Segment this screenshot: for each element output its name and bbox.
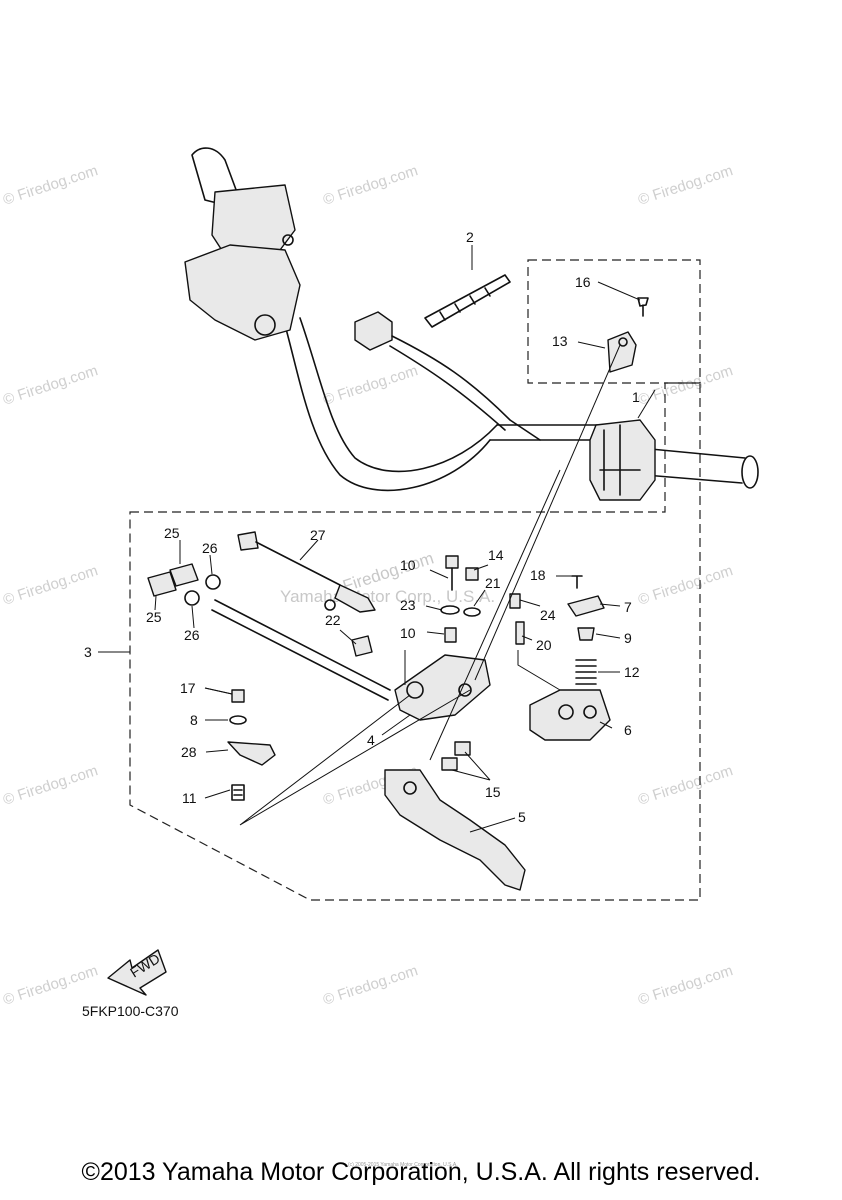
callout-25a: 25	[164, 525, 180, 541]
callout-6: 6	[624, 722, 632, 738]
callout-25b: 25	[146, 609, 162, 625]
leader-lines	[98, 245, 656, 833]
callout-2: 2	[466, 229, 474, 245]
diagram-code: 5FKP100-C370	[82, 1003, 179, 1019]
callout-24: 24	[540, 607, 556, 623]
watermarks: © Firedog.com © Firedog.com © Firedog.co…	[1, 162, 735, 1009]
callout-26a: 26	[202, 540, 218, 556]
watermark: © Firedog.com	[636, 162, 735, 209]
callout-8: 8	[190, 712, 198, 728]
callout-3: 3	[84, 644, 92, 660]
watermark: © Firedog.com	[1, 762, 100, 809]
callout-12: 12	[624, 664, 640, 680]
watermark: © Firedog.com	[636, 562, 735, 609]
watermark: © Firedog.com	[321, 962, 420, 1009]
callout-7: 7	[624, 599, 632, 615]
group-boxes	[129, 259, 701, 901]
callout-23: 23	[400, 597, 416, 613]
group-box-3	[129, 382, 701, 901]
watermark: © Firedog.com	[1, 562, 100, 609]
callout-20: 20	[536, 637, 552, 653]
callout-21: 21	[485, 575, 501, 591]
callout-27: 27	[310, 527, 326, 543]
footer-small-copyright: (c) 2005-2015 Yamaha Motor Corporation, …	[348, 1162, 458, 1168]
lever-bracket	[394, 654, 611, 741]
clutch-lever-5	[384, 769, 526, 891]
callout-9: 9	[624, 630, 632, 646]
watermark: © Firedog.com	[1, 162, 100, 209]
callout-1: 1	[632, 389, 640, 405]
callout-16: 16	[575, 274, 591, 290]
callout-26b: 26	[184, 627, 200, 643]
callout-17: 17	[180, 680, 196, 696]
watermark: © Firedog.com	[321, 362, 420, 409]
watermark: © Firedog.com	[636, 762, 735, 809]
group-box-13-16	[527, 259, 701, 384]
callout-14: 14	[488, 547, 504, 563]
handlebar	[184, 147, 759, 501]
callout-5: 5	[518, 809, 526, 825]
callout-4: 4	[367, 732, 375, 748]
connector-wire	[354, 311, 541, 441]
watermark: © Firedog.com	[636, 362, 735, 409]
callouts: 1 2 3 4 5 6 7 8 9 10 10 11 12 13 14 15 1…	[84, 229, 640, 825]
center-watermark: Yamaha Motor Corp., U.S.A.	[280, 587, 495, 606]
callout-28: 28	[181, 744, 197, 760]
callout-15: 15	[485, 784, 501, 800]
cable-tie-2	[424, 274, 511, 328]
callout-10a: 10	[400, 557, 416, 573]
switch-cable-27	[211, 531, 391, 701]
watermark: © Firedog.com	[1, 962, 100, 1009]
copyright-notice: ©2013 Yamaha Motor Corporation, U.S.A. A…	[81, 1158, 761, 1186]
callout-18: 18	[530, 567, 546, 583]
callout-22: 22	[325, 612, 341, 628]
watermark: © Firedog.com	[636, 962, 735, 1009]
callout-13: 13	[552, 333, 568, 349]
fwd-arrow-icon: FWD	[107, 949, 167, 996]
callout-10b: 10	[400, 625, 416, 641]
watermark: © Firedog.com	[321, 162, 420, 209]
callout-11: 11	[182, 790, 197, 806]
small-parts	[147, 555, 605, 801]
watermark: © Firedog.com	[1, 362, 100, 409]
parts-13-16	[607, 297, 649, 373]
